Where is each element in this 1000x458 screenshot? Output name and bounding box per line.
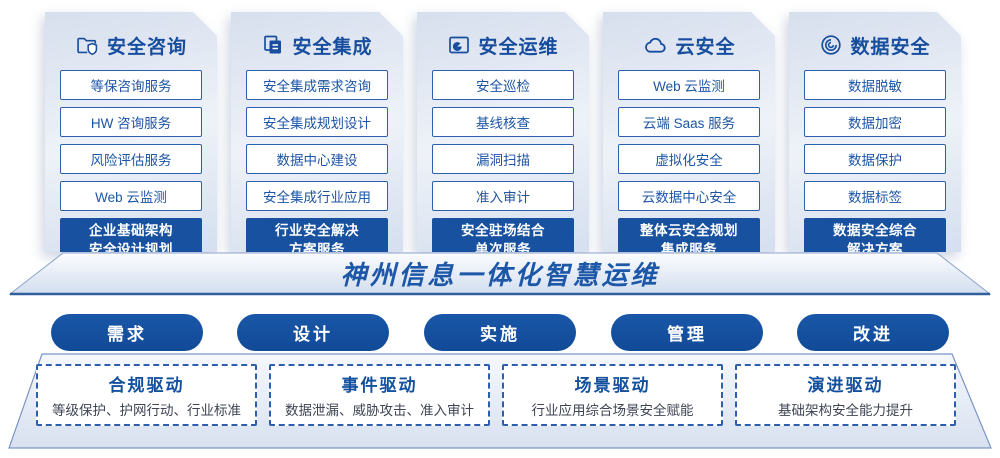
card-footer: 行业安全解决 方案服务 xyxy=(246,218,388,257)
card-body: 安全集成 安全集成需求咨询 安全集成规划设计 数据中心建设 安全集成行业应用 行… xyxy=(231,12,403,252)
card-header: 安全运维 xyxy=(417,12,589,70)
driver-box-event: 事件驱动 数据泄漏、威胁攻击、准入审计 xyxy=(269,364,490,426)
driver-title: 演进驱动 xyxy=(807,376,884,395)
service-item: 安全集成需求咨询 xyxy=(246,70,388,100)
service-item: 数据加密 xyxy=(804,107,946,137)
card-body: 数据安全 数据脱敏 数据加密 数据保护 数据标签 数据安全综合 解决方案 xyxy=(789,12,961,252)
service-item: 安全集成行业应用 xyxy=(246,181,388,211)
platform-banner: 神州信息一体化智慧运维 xyxy=(0,252,1000,298)
driver-box-evolution: 演进驱动 基础架构安全能力提升 xyxy=(735,364,956,426)
documents-icon xyxy=(261,33,285,57)
process-pill-improvement: 改进 xyxy=(797,314,949,351)
driver-desc: 等级保护、护网行动、行业标准 xyxy=(52,403,241,418)
driver-box-scenario: 场景驱动 行业应用综合场景安全赋能 xyxy=(502,364,723,426)
card-footer: 整体云安全规划 集成服务 xyxy=(618,218,760,257)
driver-title: 事件驱动 xyxy=(341,376,418,395)
card-security-consulting: 安全咨询 等保咨询服务 HW 咨询服务 风险评估服务 Web 云监测 企业基础架… xyxy=(45,12,217,252)
driver-title: 合规驱动 xyxy=(108,376,185,395)
service-item: 云端 Saas 服务 xyxy=(618,107,760,137)
service-item: 安全巡检 xyxy=(432,70,574,100)
service-item: 数据脱敏 xyxy=(804,70,946,100)
card-header: 云安全 xyxy=(603,12,775,70)
card-body: 安全运维 安全巡检 基线核查 漏洞扫描 准入审计 安全驻场结合 单次服务 xyxy=(417,12,589,252)
card-body: 云安全 Web 云监测 云端 Saas 服务 虚拟化安全 云数据中心安全 整体云… xyxy=(603,12,775,252)
driver-title: 场景驱动 xyxy=(574,376,651,395)
footer-line: 解决方案 xyxy=(847,242,903,257)
card-footer: 安全驻场结合 单次服务 xyxy=(432,218,574,257)
card-header: 安全集成 xyxy=(231,12,403,70)
driver-box-compliance: 合规驱动 等级保护、护网行动、行业标准 xyxy=(36,364,257,426)
service-item: 安全集成规划设计 xyxy=(246,107,388,137)
service-item: 等保咨询服务 xyxy=(60,70,202,100)
card-title: 安全运维 xyxy=(478,36,559,58)
card-body: 安全咨询 等保咨询服务 HW 咨询服务 风险评估服务 Web 云监测 企业基础架… xyxy=(45,12,217,252)
card-footer: 数据安全综合 解决方案 xyxy=(804,218,946,257)
footer-line: 集成服务 xyxy=(661,242,717,257)
service-item: 虚拟化安全 xyxy=(618,144,760,174)
service-item: 数据中心建设 xyxy=(246,144,388,174)
card-data-security: 数据安全 数据脱敏 数据加密 数据保护 数据标签 数据安全综合 解决方案 xyxy=(789,12,961,252)
card-footer: 企业基础架构 安全设计规划 xyxy=(60,218,202,257)
driver-desc: 数据泄漏、威胁攻击、准入审计 xyxy=(285,403,474,418)
card-title: 安全集成 xyxy=(292,36,373,58)
footer-line: 安全驻场结合 xyxy=(461,223,545,239)
folder-clock-icon xyxy=(447,33,471,57)
footer-line: 企业基础架构 xyxy=(89,223,173,239)
service-item: 漏洞扫描 xyxy=(432,144,574,174)
card-security-operations: 安全运维 安全巡检 基线核查 漏洞扫描 准入审计 安全驻场结合 单次服务 xyxy=(417,12,589,252)
card-header: 数据安全 xyxy=(789,12,961,70)
service-item: Web 云监测 xyxy=(60,181,202,211)
service-item: 数据保护 xyxy=(804,144,946,174)
cloud-icon xyxy=(642,32,668,58)
footer-line: 单次服务 xyxy=(475,242,531,257)
service-item: HW 咨询服务 xyxy=(60,107,202,137)
service-item: Web 云监测 xyxy=(618,70,760,100)
driver-desc: 基础架构安全能力提升 xyxy=(778,403,913,418)
process-pill-implementation: 实施 xyxy=(424,314,576,351)
card-title: 安全咨询 xyxy=(106,36,187,58)
process-pill-design: 设计 xyxy=(237,314,389,351)
footer-line: 数据安全综合 xyxy=(833,223,917,239)
footer-line: 方案服务 xyxy=(289,242,345,257)
card-cloud-security: 云安全 Web 云监测 云端 Saas 服务 虚拟化安全 云数据中心安全 整体云… xyxy=(603,12,775,252)
driver-desc: 行业应用综合场景安全赋能 xyxy=(531,403,694,418)
card-header: 安全咨询 xyxy=(45,12,217,70)
footer-line: 安全设计规划 xyxy=(89,242,173,257)
footer-line: 整体云安全规划 xyxy=(640,223,738,239)
service-item: 基线核查 xyxy=(432,107,574,137)
card-title: 云安全 xyxy=(675,36,736,58)
folder-shield-icon xyxy=(75,33,100,58)
platform-shape xyxy=(8,252,992,296)
process-pill-management: 管理 xyxy=(611,314,763,351)
service-item: 准入审计 xyxy=(432,181,574,211)
process-pill-demand: 需求 xyxy=(51,314,203,351)
card-security-integration: 安全集成 安全集成需求咨询 安全集成规划设计 数据中心建设 安全集成行业应用 行… xyxy=(231,12,403,252)
fingerprint-icon xyxy=(819,33,843,57)
service-item: 云数据中心安全 xyxy=(618,181,760,211)
footer-line: 行业安全解决 xyxy=(275,223,359,239)
banner-title: 神州信息一体化智慧运维 xyxy=(340,260,660,290)
service-item: 风险评估服务 xyxy=(60,144,202,174)
card-title: 数据安全 xyxy=(850,36,931,58)
service-item: 数据标签 xyxy=(804,181,946,211)
